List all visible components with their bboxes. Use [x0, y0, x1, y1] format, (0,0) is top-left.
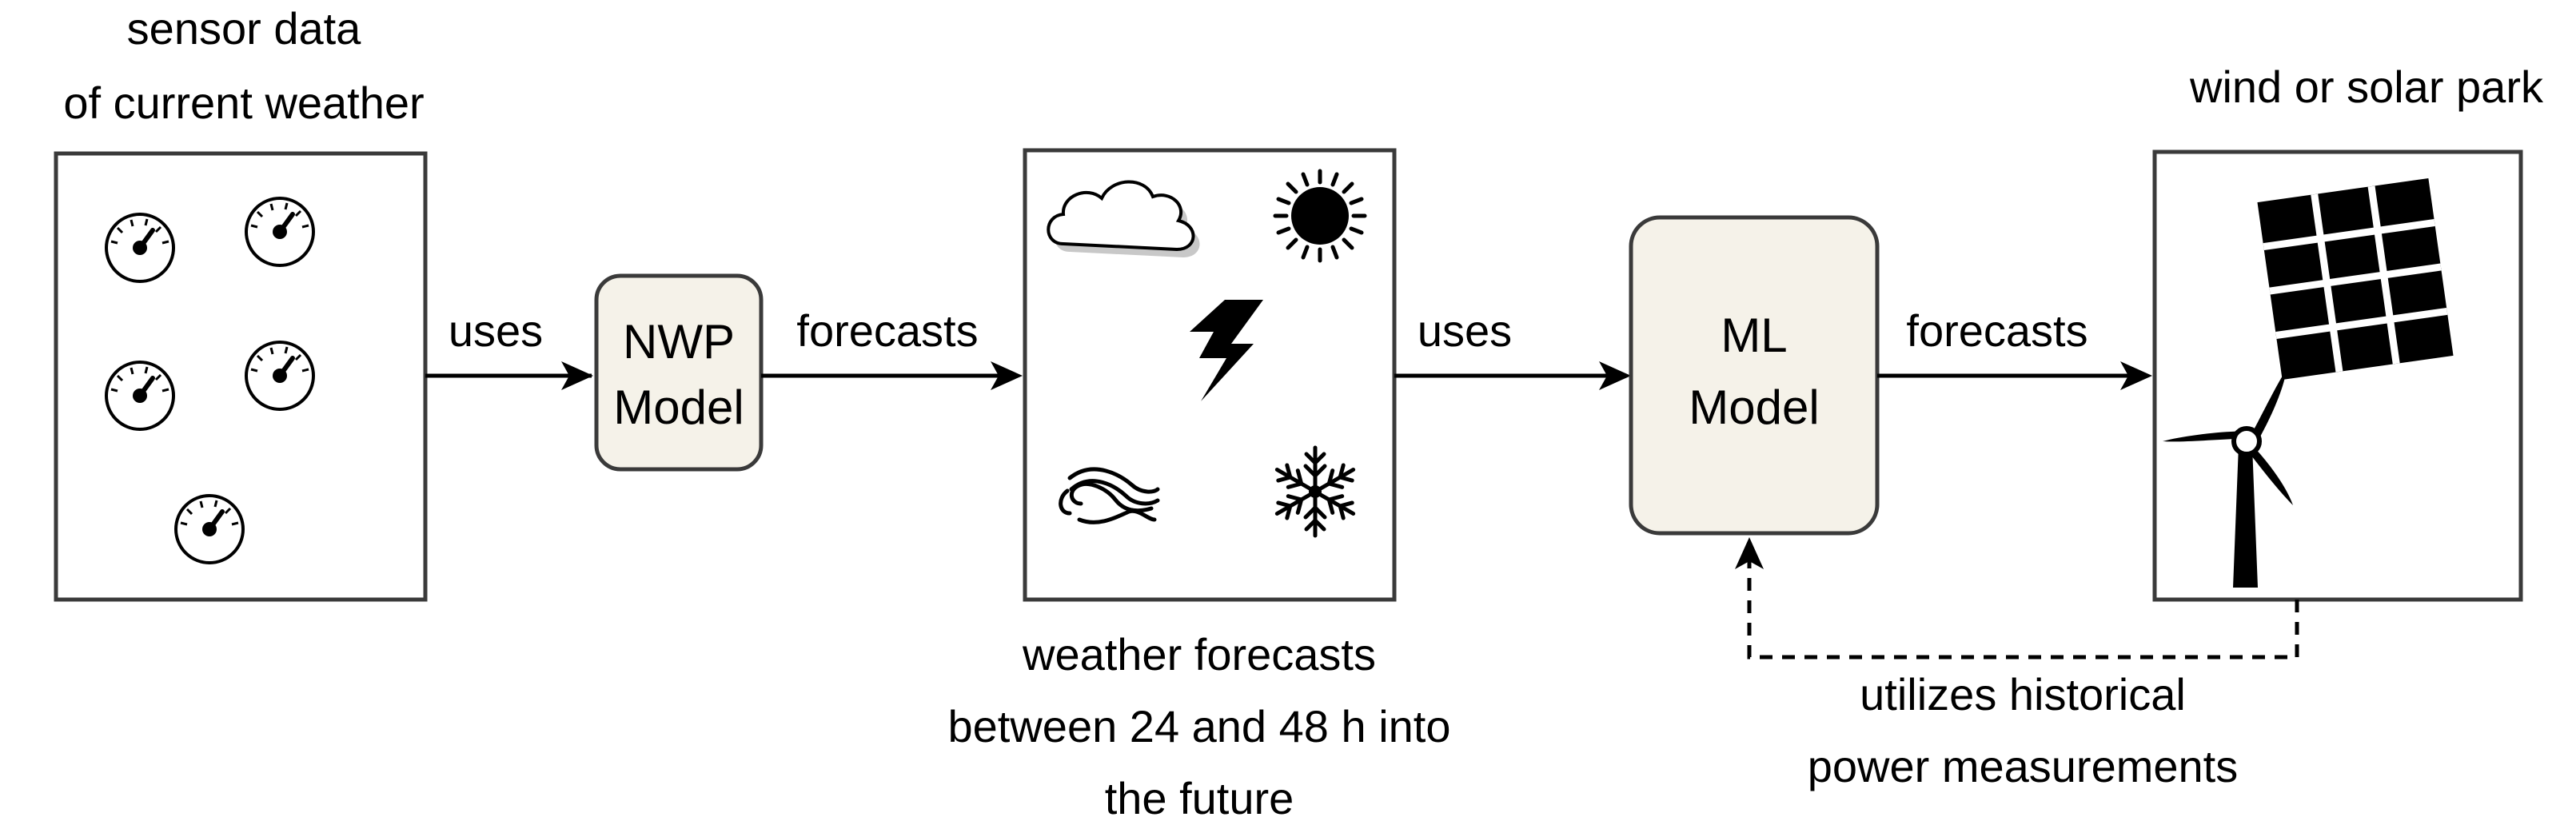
uses-label-1: uses: [449, 305, 543, 356]
historical-line1: utilizes historical: [1860, 669, 2186, 719]
arrowhead-park: [2120, 361, 2152, 390]
sensor-label-line2: of current weather: [63, 78, 424, 128]
gauge-icon: [246, 198, 313, 265]
weather-forecasts-line1: weather forecasts: [1022, 629, 1376, 680]
forecasts-label-1: forecasts: [796, 305, 978, 356]
snowflake-icon: [1272, 445, 1358, 536]
cloud-icon: [1047, 180, 1200, 257]
ml-model-box: [1629, 215, 1880, 536]
arrowhead-feedback: [1735, 537, 1764, 569]
park-label: wind or solar park: [2189, 62, 2544, 112]
sun-icon: [1273, 169, 1367, 263]
nwp-model-box: [594, 273, 764, 472]
arrowhead-ml: [1599, 361, 1631, 390]
sensor-label-line1: sensor data: [127, 3, 361, 54]
ml-model-line1: ML: [1721, 309, 1787, 362]
gauge-icon: [176, 496, 243, 563]
wind-icon: [1059, 467, 1160, 524]
forecasts-label-2: forecasts: [1906, 305, 2088, 356]
nwp-model-line2: Model: [613, 381, 744, 434]
solar-panel-icon: [2257, 178, 2454, 380]
dashed-feedback-line: [1747, 552, 2299, 660]
lightning-icon: [1190, 300, 1263, 401]
gauge-icon: [106, 362, 173, 429]
arrowhead-nwp: [561, 361, 593, 390]
weather-forecasts-line3: the future: [1105, 773, 1294, 823]
historical-line2: power measurements: [1808, 741, 2238, 791]
gauge-icon: [246, 342, 313, 409]
gauge-icon: [106, 214, 173, 281]
arrowhead-forecasts: [991, 361, 1023, 390]
wind-turbine-icon: [2163, 369, 2293, 588]
ml-model-line2: Model: [1689, 381, 1819, 434]
weather-forecasts-line2: between 24 and 48 h into: [948, 701, 1451, 751]
nwp-model-line1: NWP: [623, 315, 735, 369]
uses-label-2: uses: [1418, 305, 1512, 356]
